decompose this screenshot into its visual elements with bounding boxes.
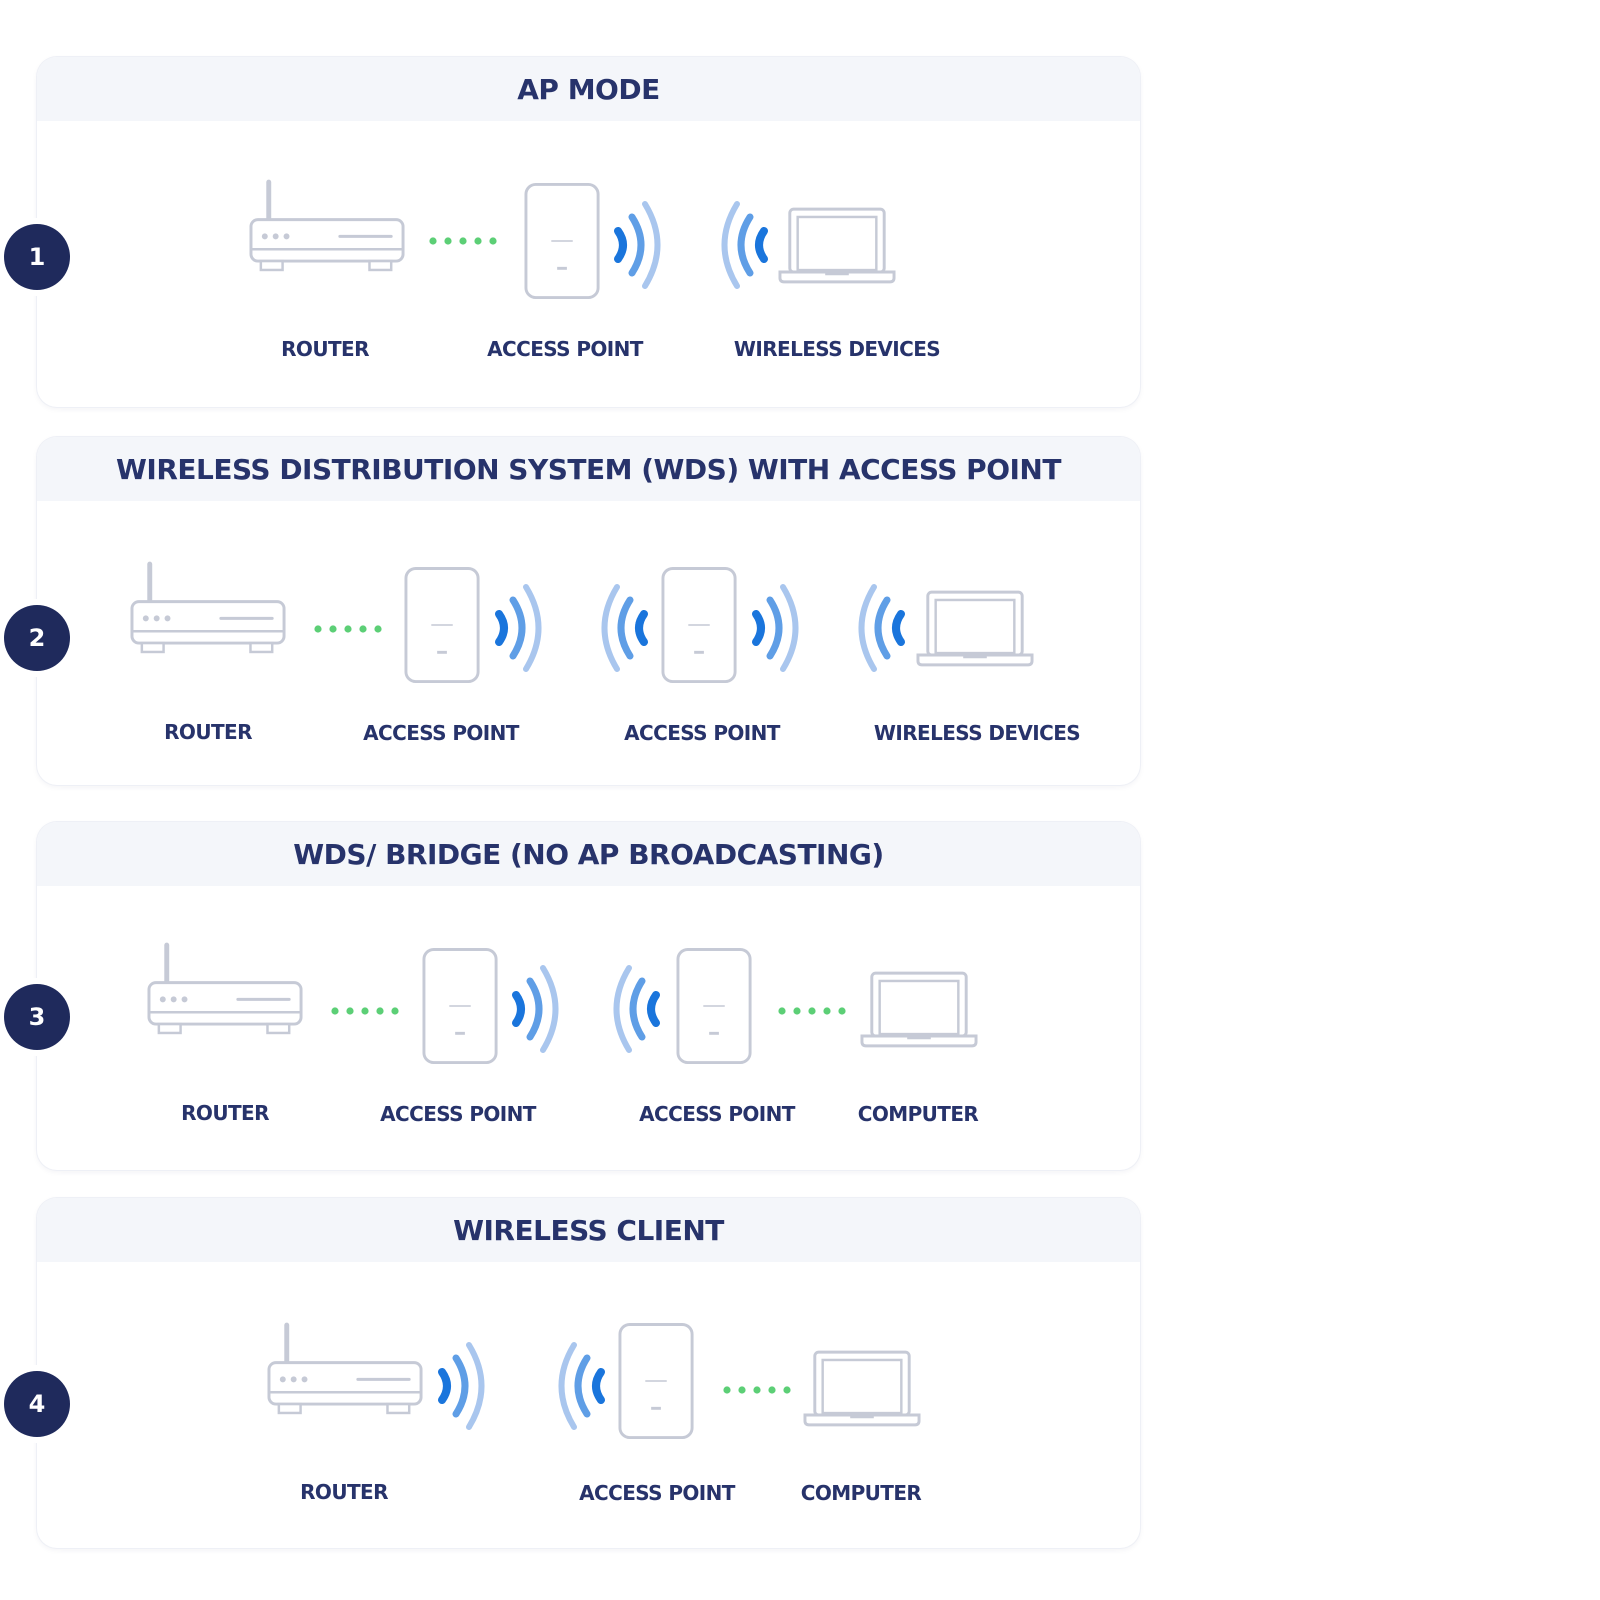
wired-link-dots xyxy=(429,237,497,245)
wired-link-dots xyxy=(331,1007,399,1015)
device-label: ACCESS POINT xyxy=(363,721,519,745)
router-icon xyxy=(130,560,288,659)
router-icon xyxy=(147,941,305,1040)
panel-title: WIRELESS DISTRIBUTION SYSTEM (WDS) WITH … xyxy=(37,437,1140,501)
device-label: ROUTER xyxy=(281,337,369,361)
device-label: ROUTER xyxy=(181,1101,269,1125)
access-point-icon xyxy=(404,566,480,684)
router-icon xyxy=(249,178,407,277)
panel-title: AP MODE xyxy=(37,57,1140,121)
wireless-signal-icon xyxy=(750,583,800,673)
wireless-signal-icon xyxy=(510,964,560,1054)
wireless-signal-icon xyxy=(612,200,662,290)
wireless-signal-icon xyxy=(720,200,770,290)
wireless-signal-icon xyxy=(436,1341,486,1431)
panel-title: WIRELESS CLIENT xyxy=(37,1198,1140,1262)
laptop-icon xyxy=(803,1350,921,1427)
device-label: ROUTER xyxy=(164,720,252,744)
step-badge: 3 xyxy=(4,984,70,1050)
wired-link-dots xyxy=(314,625,382,633)
mode-panel-ap: AP MODE xyxy=(37,57,1140,407)
access-point-icon xyxy=(422,947,498,1065)
access-point-icon xyxy=(618,1322,694,1440)
mode-panel-wds-ap: WIRELESS DISTRIBUTION SYSTEM (WDS) WITH … xyxy=(37,437,1140,785)
wired-link-dots xyxy=(723,1386,791,1394)
device-label: WIRELESS DEVICES xyxy=(873,721,1081,745)
device-label: WIRELESS DEVICES xyxy=(733,337,941,361)
router-icon xyxy=(267,1321,425,1420)
device-label: ACCESS POINT xyxy=(639,1102,795,1126)
wireless-signal-icon xyxy=(600,583,650,673)
device-label: ACCESS POINT xyxy=(380,1102,536,1126)
device-label: COMPUTER xyxy=(800,1481,922,1505)
device-label: COMPUTER xyxy=(857,1102,979,1126)
access-point-icon xyxy=(661,566,737,684)
laptop-icon xyxy=(916,590,1034,667)
access-point-icon xyxy=(524,182,600,300)
device-label: ACCESS POINT xyxy=(487,337,643,361)
access-point-icon xyxy=(676,947,752,1065)
step-badge: 1 xyxy=(4,224,70,290)
device-label: ACCESS POINT xyxy=(579,1481,735,1505)
device-label: ACCESS POINT xyxy=(624,721,780,745)
wireless-signal-icon xyxy=(857,583,907,673)
step-badge: 4 xyxy=(4,1371,70,1437)
step-badge: 2 xyxy=(4,605,70,671)
wireless-signal-icon xyxy=(557,1341,607,1431)
device-label: ROUTER xyxy=(300,1480,388,1504)
wireless-signal-icon xyxy=(493,583,543,673)
mode-panel-wireless-client: WIRELESS CLIENT xyxy=(37,1198,1140,1548)
panel-title: WDS/ BRIDGE (NO AP BROADCASTING) xyxy=(37,822,1140,886)
wired-link-dots xyxy=(778,1007,846,1015)
laptop-icon xyxy=(778,207,896,284)
wireless-signal-icon xyxy=(612,964,662,1054)
laptop-icon xyxy=(860,971,978,1048)
